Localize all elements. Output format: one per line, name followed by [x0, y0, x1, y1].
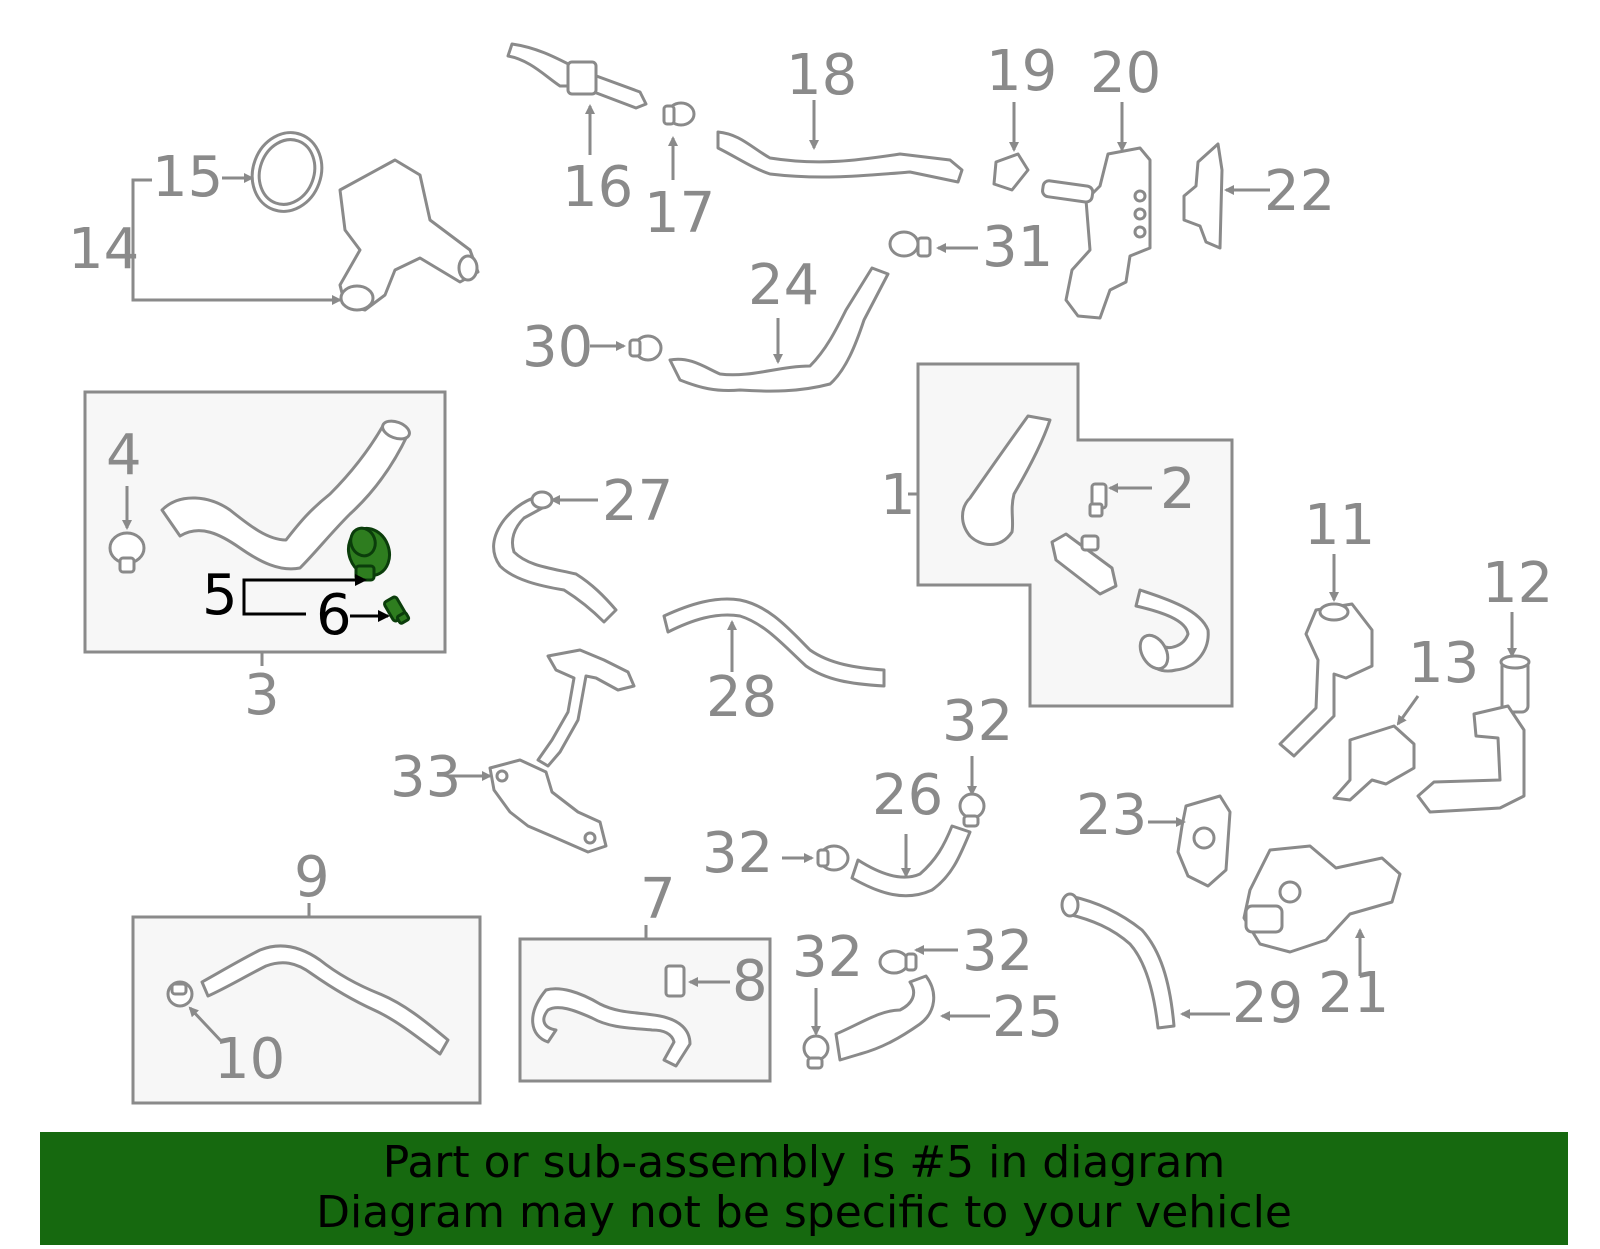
part-24-hose [668, 266, 890, 393]
callout-24: 24 [748, 253, 819, 318]
leader-14 [131, 178, 152, 252]
callout-3: 3 [244, 663, 280, 728]
part-18-hose [716, 130, 964, 184]
callout-16: 16 [562, 155, 633, 220]
subassembly-box-7 [518, 937, 772, 1083]
part-29-hose-end [1060, 892, 1080, 918]
callout-5: 5 [202, 563, 238, 628]
part-25-hose [834, 974, 936, 1062]
leader-14b [131, 252, 342, 305]
callout-20: 20 [1090, 41, 1161, 106]
subassembly-box-9 [131, 915, 482, 1105]
part-26-hose [850, 824, 972, 898]
callout-4: 4 [106, 423, 142, 488]
leader-5 [242, 574, 367, 596]
callout-8: 8 [732, 949, 768, 1014]
callout-1: 1 [880, 463, 916, 528]
part-3-hose-end [381, 419, 411, 441]
leader-5b [242, 596, 306, 616]
part-28-hose [662, 597, 886, 688]
leader-10 [188, 1006, 224, 1044]
callout-15: 15 [152, 145, 223, 210]
callout-6: 6 [316, 583, 352, 648]
callout-26: 26 [872, 763, 943, 828]
part-32-clamp-a [958, 792, 986, 828]
callout-17: 17 [644, 181, 715, 246]
callout-32-c: 32 [792, 925, 863, 990]
callout-19: 19 [986, 39, 1057, 104]
part-23-hole [1192, 826, 1216, 850]
part-22-gasket [1182, 142, 1224, 250]
part-13-sensor [1332, 724, 1416, 802]
callout-9: 9 [294, 845, 330, 910]
part-8-clip [664, 964, 686, 998]
info-banner: Part or sub-assembly is #5 in diagram Di… [40, 1132, 1568, 1245]
subassembly-box-1 [916, 362, 1234, 708]
part-1-hose-a [961, 414, 1052, 546]
callout-11: 11 [1304, 493, 1375, 558]
part-16-bracket [566, 60, 598, 96]
part-27-hose-end [530, 490, 554, 510]
callout-29: 29 [1232, 971, 1303, 1036]
callout-14: 14 [68, 217, 139, 282]
part-10-clamp [166, 980, 194, 1008]
part-1-hose-b-end [1138, 633, 1170, 671]
banner-line-2: Diagram may not be specific to your vehi… [316, 1187, 1292, 1238]
callout-27: 27 [602, 469, 673, 534]
callout-28: 28 [706, 665, 777, 730]
part-27-hose [492, 494, 618, 624]
callout-18: 18 [786, 43, 857, 108]
callout-32-a: 32 [942, 689, 1013, 754]
part-5-clamp-highlighted [346, 526, 392, 582]
part-32-clamp-d [878, 949, 918, 975]
callout-25: 25 [992, 985, 1063, 1050]
part-19-clip [992, 152, 1030, 192]
part-33-pipe-bracket [488, 648, 636, 854]
callout-32-b: 32 [702, 821, 773, 886]
callout-7: 7 [640, 867, 676, 932]
part-1-tee-port [1080, 534, 1100, 552]
part-7-hose [531, 987, 692, 1068]
part-6-valve [383, 595, 411, 625]
part-21-thermostat [1242, 844, 1402, 954]
part-2-fitting [1088, 482, 1108, 518]
callout-10: 10 [214, 1027, 285, 1092]
callout-12: 12 [1482, 551, 1553, 616]
callout-30: 30 [522, 315, 593, 380]
callout-31: 31 [982, 215, 1053, 280]
banner-line-1: Part or sub-assembly is #5 in diagram [382, 1137, 1226, 1188]
part-14-housing [338, 158, 480, 312]
part-29-hose [1066, 894, 1176, 1030]
part-32-clamp-b [816, 844, 850, 872]
part-4-clamp [108, 531, 146, 574]
part-9-hose [200, 944, 450, 1056]
part-17-clamp [662, 101, 696, 127]
callout-23: 23 [1076, 783, 1147, 848]
part-20-water-valve [1041, 146, 1152, 320]
part-32-clamp-c [802, 1034, 830, 1070]
callout-13: 13 [1408, 631, 1479, 696]
part-15-o-ring [250, 131, 324, 213]
part-12-valve [1416, 654, 1531, 814]
part-11-pump [1278, 602, 1374, 758]
callout-2: 2 [1160, 457, 1196, 522]
part-1-tee [1050, 532, 1118, 596]
leader-13 [1396, 695, 1420, 726]
callout-21: 21 [1318, 961, 1389, 1026]
part-31-clamp [888, 230, 932, 258]
callout-22: 22 [1264, 159, 1335, 224]
callout-33: 33 [390, 745, 461, 810]
part-30-clamp [628, 334, 663, 362]
callout-32-d: 32 [962, 919, 1033, 984]
